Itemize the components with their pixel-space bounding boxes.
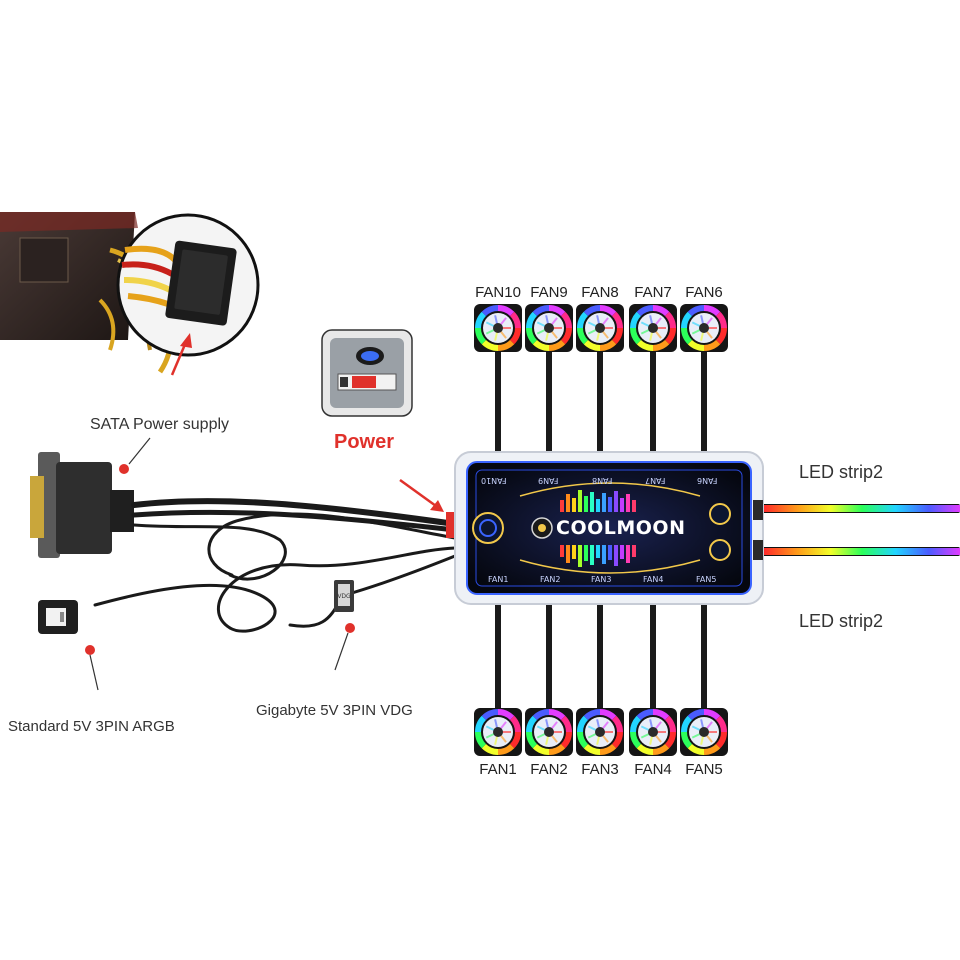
hub-port-fan3: FAN3	[591, 575, 612, 584]
cable-bundle	[93, 498, 458, 633]
hub-port-fan1: FAN1	[488, 575, 509, 584]
led-strip-bottom	[760, 547, 960, 556]
hub-knob-top	[709, 503, 731, 525]
fan10-rgb-fan	[474, 304, 522, 352]
fan7-label: FAN7	[634, 284, 672, 301]
hub-button	[472, 512, 504, 544]
hub-brand: COOLMOON	[556, 517, 686, 539]
hub-knob-bottom	[709, 539, 731, 561]
power-pointer-arrow	[399, 478, 444, 512]
fan9-label: FAN9	[530, 284, 568, 301]
fan-cables	[495, 352, 707, 712]
argb-label: Standard 5V 3PIN ARGB	[8, 718, 175, 735]
fan2-rgb-fan	[525, 708, 573, 756]
led-strip-bottom-label: LED strip2	[799, 611, 884, 631]
sata-marker-dot	[119, 464, 129, 474]
vdg-label: Gigabyte 5V 3PIN VDG	[256, 702, 413, 719]
fan6-rgb-fan	[680, 304, 728, 352]
hub-port-fan5: FAN5	[696, 575, 717, 584]
fan4-rgb-fan	[629, 708, 677, 756]
fan9-rgb-fan	[525, 304, 573, 352]
hub-port-fan8: FAN8	[592, 476, 613, 485]
fan8-rgb-fan	[576, 304, 624, 352]
hub-port-fan10: FAN10	[481, 476, 507, 485]
fan3-rgb-fan	[576, 708, 624, 756]
sata-connector-zoom	[116, 213, 260, 357]
hub-port-fan6: FAN6	[697, 476, 718, 485]
bottom-fan-row	[474, 708, 728, 756]
vdg-plug-text: VDG	[337, 593, 351, 600]
fan5-label: FAN5	[685, 761, 723, 778]
fan3-label: FAN3	[581, 761, 619, 778]
hub-port-fan2: FAN2	[540, 575, 561, 584]
fan8-label: FAN8	[581, 284, 619, 301]
sata-plug	[30, 452, 134, 558]
fan6-label: FAN6	[685, 284, 723, 301]
led-strip-top	[760, 504, 960, 513]
sata-leader-line	[128, 437, 151, 465]
power-label: Power	[334, 431, 395, 453]
fan1-rgb-fan	[474, 708, 522, 756]
fan7-rgb-fan	[629, 304, 677, 352]
sata-power-label: SATA Power supply	[90, 416, 230, 433]
argb-marker-dot	[85, 645, 95, 655]
vdg-leader-line	[334, 632, 349, 671]
led-strip-top-label: LED strip2	[799, 462, 884, 482]
fan5-rgb-fan	[680, 708, 728, 756]
hub-port-fan7: FAN7	[645, 476, 666, 485]
vdg-plug: VDG	[334, 580, 354, 612]
psu-pointer-arrow	[170, 333, 192, 376]
fan10-label: FAN10	[475, 284, 521, 301]
vdg-marker-dot	[345, 623, 355, 633]
fan1-label: FAN1	[479, 761, 517, 778]
power-port-inset	[321, 329, 413, 417]
controller-hub	[454, 451, 764, 605]
hub-port-fan4: FAN4	[643, 575, 664, 584]
hub-port-fan9: FAN9	[538, 476, 559, 485]
equalizer-bars	[560, 490, 636, 567]
top-fan-row	[474, 304, 728, 352]
fan2-label: FAN2	[530, 761, 568, 778]
fan4-label: FAN4	[634, 761, 672, 778]
argb-plug	[38, 600, 78, 634]
argb-leader-line	[89, 654, 99, 691]
